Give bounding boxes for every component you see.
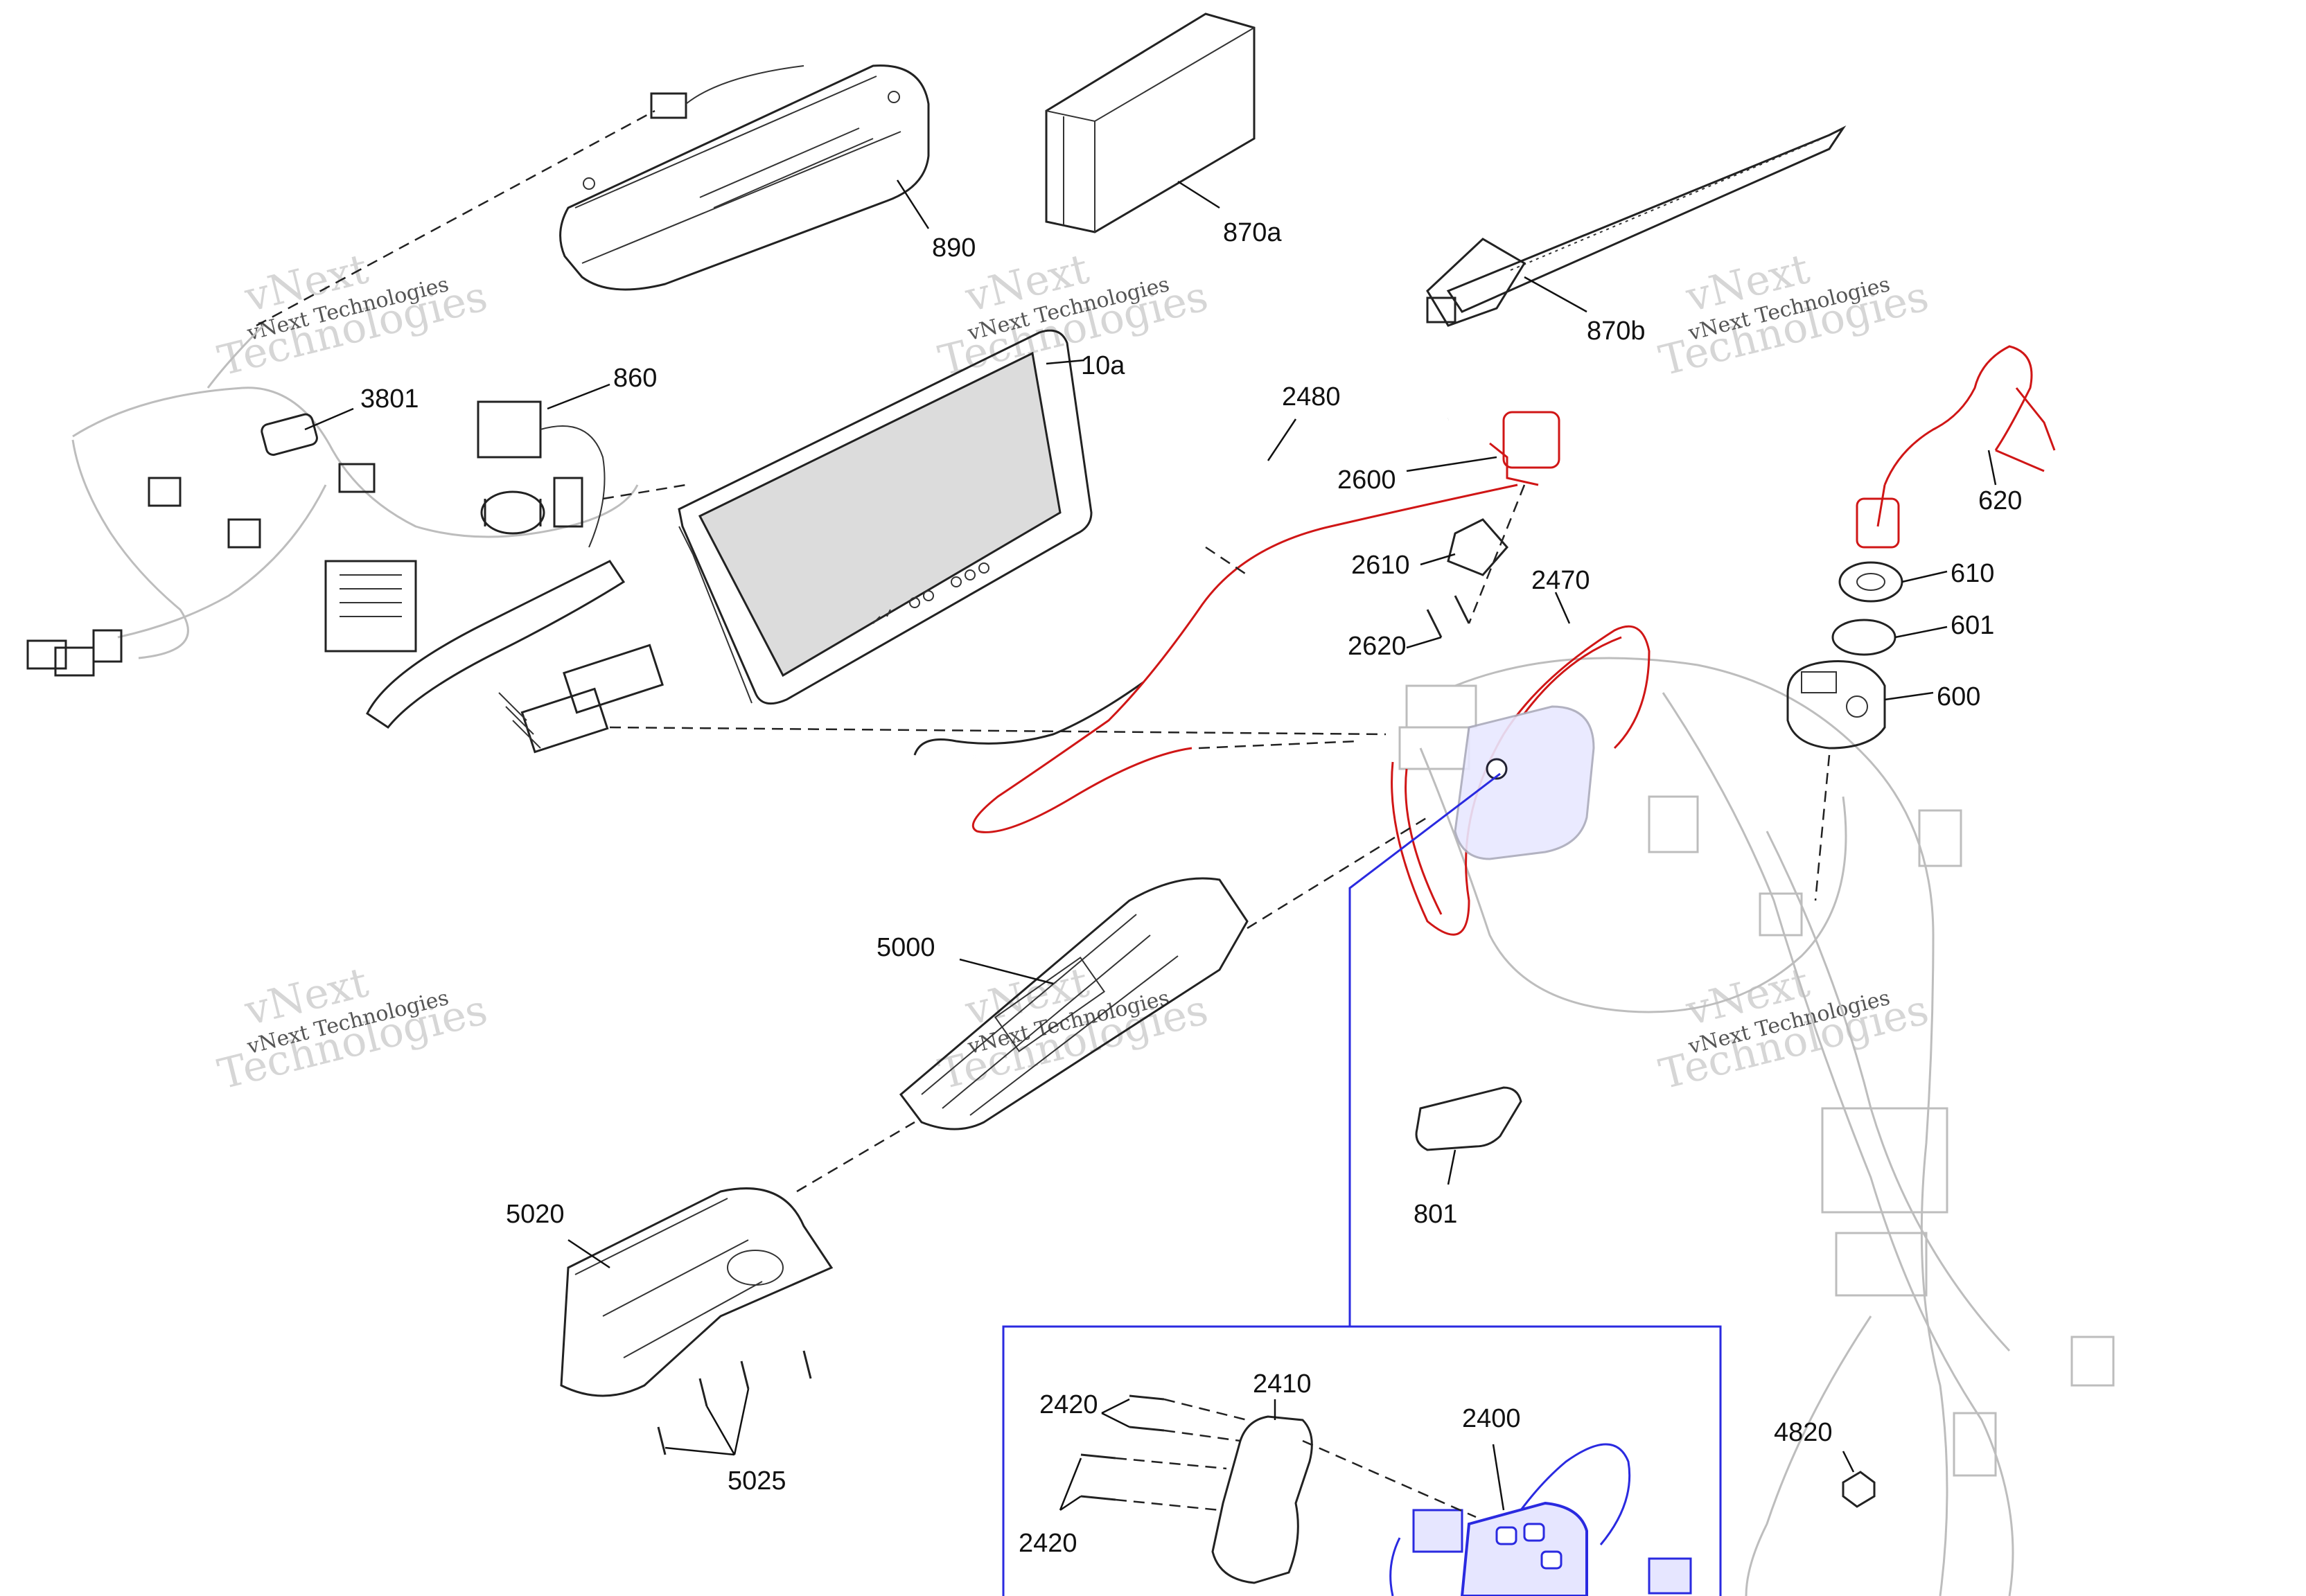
callout-2480: 2480 [1282, 382, 1341, 411]
part-610-ring[interactable] [1838, 561, 1903, 603]
part-5000-ecu[interactable] [899, 877, 1249, 1130]
callout-2610: 2610 [1351, 551, 1410, 580]
part-2410-cover[interactable] [1211, 1415, 1313, 1584]
callout-620: 620 [1978, 486, 2022, 515]
watermark: vNext Technologies vNext Technologies [934, 958, 1213, 1099]
callout-2410: 2410 [1253, 1369, 1312, 1399]
callout-601: 601 [1951, 611, 1994, 640]
assembly-lines [256, 109, 1831, 1518]
part-4820-nut[interactable] [1842, 1471, 1876, 1508]
callout-2470: 2470 [1531, 566, 1590, 595]
callout-870a: 870a [1223, 218, 1282, 247]
callout-2600: 2600 [1337, 466, 1396, 495]
part-860-socket[interactable] [477, 400, 606, 548]
leader-lines [304, 179, 1997, 1511]
callout-10a: 10a [1081, 351, 1125, 380]
display-buttons [872, 562, 989, 624]
callout-2400: 2400 [1462, 1404, 1521, 1433]
watermark: vNext Technologies vNext Technologies [213, 245, 492, 386]
callout-2420-upper: 2420 [1039, 1390, 1098, 1419]
part-2600-antenna[interactable] [971, 411, 1560, 833]
callout-600: 600 [1937, 682, 1980, 711]
callout-4820: 4820 [1774, 1418, 1833, 1447]
callout-3801: 3801 [360, 384, 419, 414]
callout-2420-lower: 2420 [1019, 1529, 1077, 1558]
part-870a-pad[interactable] [1045, 12, 1256, 233]
callout-labels: 890 870a 870b 3801 860 10a 2480 2600 261… [360, 218, 2022, 1558]
watermark: vNext Technologies vNext Technologies [1655, 245, 1933, 386]
part-5025-screws[interactable] [657, 1350, 812, 1455]
part-5020-bracket[interactable] [560, 1187, 834, 1397]
callout-5025: 5025 [728, 1466, 786, 1496]
part-870b-cable-tie[interactable] [1426, 125, 1847, 327]
callout-870b: 870b [1587, 317, 1646, 346]
part-600-switch[interactable] [1786, 659, 1886, 750]
part-2620-screws[interactable] [1426, 595, 1470, 638]
watermark: vNext Technologies vNext Technologies [1655, 958, 1933, 1099]
callout-801: 801 [1414, 1200, 1457, 1229]
ghost-switch-housing [1454, 705, 1595, 860]
part-801-gasket[interactable] [1415, 1086, 1522, 1151]
part-3801-plug[interactable] [261, 413, 319, 456]
detail-box-2400 [1002, 772, 1722, 1596]
part-620-lanyard[interactable] [1856, 345, 2056, 549]
watermark: vNext Technologies vNext Technologies [213, 958, 492, 1099]
part-2400-switch-assembly[interactable] [1389, 1443, 1692, 1596]
part-601-gasket[interactable] [1831, 619, 1896, 656]
connector-icon [650, 65, 804, 119]
callout-5020: 5020 [506, 1200, 565, 1229]
part-890-module[interactable] [559, 64, 930, 291]
part-10a-display[interactable] [678, 329, 1093, 705]
callout-890: 890 [932, 233, 976, 263]
callout-610: 610 [1951, 559, 1994, 588]
callout-860: 860 [613, 364, 657, 393]
callout-5000: 5000 [877, 933, 935, 962]
part-2420-screws[interactable] [1080, 1394, 1165, 1501]
callout-2620: 2620 [1348, 632, 1407, 661]
part-2480-cable[interactable] [913, 418, 1449, 761]
part-2610-clip[interactable] [1447, 518, 1508, 576]
left-wiring-harness[interactable] [26, 324, 664, 754]
